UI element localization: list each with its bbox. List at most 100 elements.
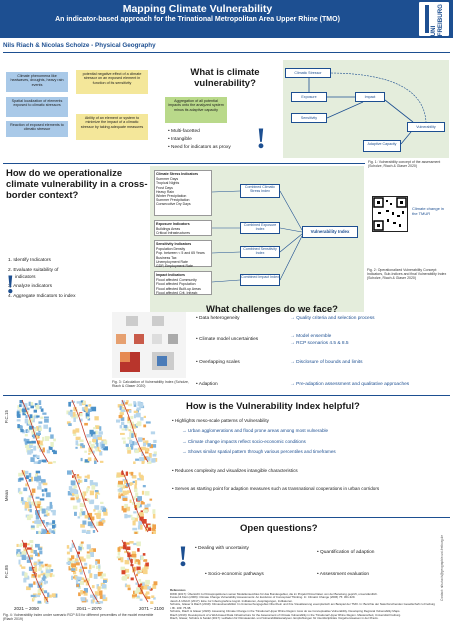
node-vulnerability: Vulnerability bbox=[407, 122, 445, 132]
reference-item: Scholze, Glaser & Riach (2019): Klimavul… bbox=[170, 602, 435, 610]
challenges-table: • Data heterogeneity → Quality criteria … bbox=[196, 316, 448, 398]
bullet-item: • Multi-facetted bbox=[168, 129, 200, 134]
vulnerability-map bbox=[112, 538, 158, 605]
exposure-indicators-group: Exposure Indicators Buildings Areas Crit… bbox=[154, 220, 212, 236]
references-block: References DWD (2017): Übersicht zu Klim… bbox=[170, 588, 436, 621]
reference-item: Riach (2019): Development of a Web-based… bbox=[170, 612, 402, 617]
challenge-label: • Overlapping scales bbox=[196, 360, 240, 365]
indicator-item: Consecutive Dry Days bbox=[156, 202, 191, 207]
map-drawing bbox=[116, 539, 158, 605]
question-item: • Quantification of adaption bbox=[317, 550, 375, 555]
group-items: Summer Days Tropical Nights Frost Days H… bbox=[155, 177, 211, 206]
sub-bullet-item: → Urban agglomerations and flood prone a… bbox=[182, 428, 329, 434]
vulnerability-map bbox=[12, 398, 58, 466]
step-item: 2. Evaluate suitability of indicators bbox=[8, 267, 59, 280]
node-sensitivity: Sensitivity bbox=[291, 113, 327, 123]
indicator-item: Frost Days bbox=[156, 185, 173, 190]
reference-item: DWD (2017): Übersicht zu Klimaprojektion… bbox=[170, 591, 378, 596]
group-title: Impact Indicators bbox=[156, 273, 185, 277]
qr-label: Climate change in the TMUR bbox=[412, 206, 445, 216]
figure3-caption: Fig. 3: Calculation of Vulnerability Ind… bbox=[112, 380, 189, 389]
divider bbox=[3, 395, 450, 396]
reference-item: Fussel & Klein (2006): Climate Change Vu… bbox=[170, 595, 356, 599]
node-adaptive-capacity: Adaptive Capacity bbox=[363, 140, 401, 152]
vulnerability-map bbox=[12, 468, 58, 536]
qr-code-icon[interactable] bbox=[372, 196, 408, 232]
group-items: Flood affected Community Flood affected … bbox=[155, 278, 211, 295]
vulnerability-index-node: Vulnerability Index bbox=[302, 226, 358, 238]
indicator-item: Business Tax bbox=[156, 255, 177, 260]
helpful-list: • Highlights meso-scale patterns of Vuln… bbox=[172, 418, 450, 492]
challenge-label: • Adaption bbox=[196, 382, 218, 387]
section-heading-challenges: What challenges do we face? bbox=[206, 304, 338, 315]
figure1-caption: Fig. 1: Vulnerability concept of the ass… bbox=[368, 160, 441, 169]
concept-arrows bbox=[308, 72, 427, 145]
climate-indicators-group: Climate Stress Indicators Summer Days Tr… bbox=[154, 170, 212, 216]
bullet-item: • Need for indicators as proxy bbox=[168, 145, 231, 150]
challenge-solution: → Quality criteria and selection process bbox=[290, 316, 375, 321]
map-drawing bbox=[66, 539, 108, 605]
poster-title: Mapping Climate Vulnerability bbox=[122, 3, 273, 15]
vulnerability-map bbox=[112, 468, 158, 537]
reference-item: Scholze, Riach & Glaser (2020): Assessin… bbox=[170, 609, 401, 613]
logo-bar-icon bbox=[425, 5, 429, 33]
flow-arrows bbox=[211, 190, 303, 283]
group-title: Sensitivity Indicators bbox=[156, 242, 192, 246]
vulnerability-map bbox=[62, 538, 108, 605]
vulnerability-map bbox=[112, 398, 158, 466]
map-drawing bbox=[116, 469, 156, 537]
poster-header bbox=[0, 0, 453, 38]
exclamation-icon: ! bbox=[6, 270, 15, 299]
figure2-caption: Fig. 2: Operationalized Vulnerability Co… bbox=[367, 268, 447, 281]
step-item: 3. Analyze indicators bbox=[8, 284, 52, 290]
definition-box-vulnerability: Aggregation of all potential impacts ont… bbox=[165, 97, 227, 123]
divider bbox=[168, 517, 450, 518]
map-column-labels: 2021 – 2050 2041 – 2070 2071 – 2100 bbox=[14, 606, 164, 611]
map-drawing bbox=[16, 399, 57, 466]
indicator-item: Flood affected Community bbox=[156, 278, 197, 283]
definition-box-exposure: Spatial localization of elements exposed… bbox=[6, 97, 68, 117]
section-heading-what-is: What is climate vulnerability? bbox=[190, 67, 260, 89]
map-drawing bbox=[67, 469, 108, 536]
combined-climate-index: Combined Climatic Stress Index bbox=[240, 184, 280, 198]
map-col-label: 2071 – 2100 bbox=[138, 606, 164, 611]
section1-bullets: • Multi-facetted • Intangible • Need for… bbox=[168, 128, 268, 152]
logo-text: UNI FREIBURG bbox=[430, 4, 444, 37]
exclamation-icon: ! bbox=[178, 540, 188, 573]
definition-box-adaptive-capacity: Ability of an element or system to minim… bbox=[76, 114, 148, 140]
sensitivity-indicators-group: Sensitivity Indicators Population Densit… bbox=[154, 240, 212, 268]
definition-box-stressor: Climate phenomena like heatwaves, drough… bbox=[6, 72, 68, 92]
bullet-item: • Serves as starting point for adaption … bbox=[172, 486, 380, 492]
authors: Nils Riach & Nicolas Scholze - Physical … bbox=[3, 42, 156, 49]
reference-item: Jacob & Ulbrich (2017): Eine zur Inbezug… bbox=[170, 598, 293, 603]
indicator-item: Summer Precipitation bbox=[156, 198, 190, 203]
vulnerability-map bbox=[62, 468, 108, 536]
bullet-item: • Highlights meso-scale patterns of Vuln… bbox=[172, 418, 269, 423]
contact-info: Contact: nils.riach@geographie.uni-freib… bbox=[440, 535, 444, 601]
challenge-solution: → RCP scenarios 4.5 & 8.5 bbox=[290, 341, 349, 346]
definition-box-impact: potential negative effect of a climate s… bbox=[76, 70, 148, 94]
indicator-item: Flood affected Crit. Infrastr. bbox=[156, 290, 199, 295]
divider bbox=[3, 52, 450, 53]
vulnerability-calculation-figure bbox=[112, 312, 186, 378]
sub-bullet-item: → Climate change impacts reflect socio-e… bbox=[182, 438, 306, 444]
challenge-solution: → Disclosure of bounds and limits bbox=[290, 360, 363, 365]
indicator-item: Tropical Nights bbox=[156, 181, 180, 186]
indicator-item: Pop. between < 5 and 65 Years bbox=[156, 251, 205, 256]
map-drawing bbox=[116, 399, 158, 466]
question-item: • Assessment evaluation bbox=[317, 572, 370, 577]
indicator-item: Summer Days bbox=[156, 177, 179, 182]
indicator-item: Heavy Rain bbox=[156, 189, 175, 194]
sub-bullet-item: → Shows similar spatial pattern through … bbox=[182, 449, 336, 455]
step-item: 4. Aggregate Indicators to index bbox=[8, 294, 76, 300]
bullet-item: • Reduces complexity and visualizes inta… bbox=[172, 467, 298, 473]
challenge-label: • Climate model uncertainties bbox=[196, 337, 259, 342]
vulnerability-map bbox=[12, 538, 58, 606]
bullet-item: • Intangible bbox=[168, 137, 192, 142]
challenge-label: • Data heterogeneity bbox=[196, 316, 240, 321]
indicator-item: Population Density bbox=[156, 247, 186, 252]
challenge-solution: → Model ensemble bbox=[290, 334, 332, 339]
challenge-row: • Climate model uncertainties → Model en… bbox=[196, 334, 448, 360]
reference-item: Riach, Glaser, Scholze & Seidel (2017): … bbox=[170, 616, 379, 620]
node-exposure: Exposure bbox=[291, 92, 327, 102]
